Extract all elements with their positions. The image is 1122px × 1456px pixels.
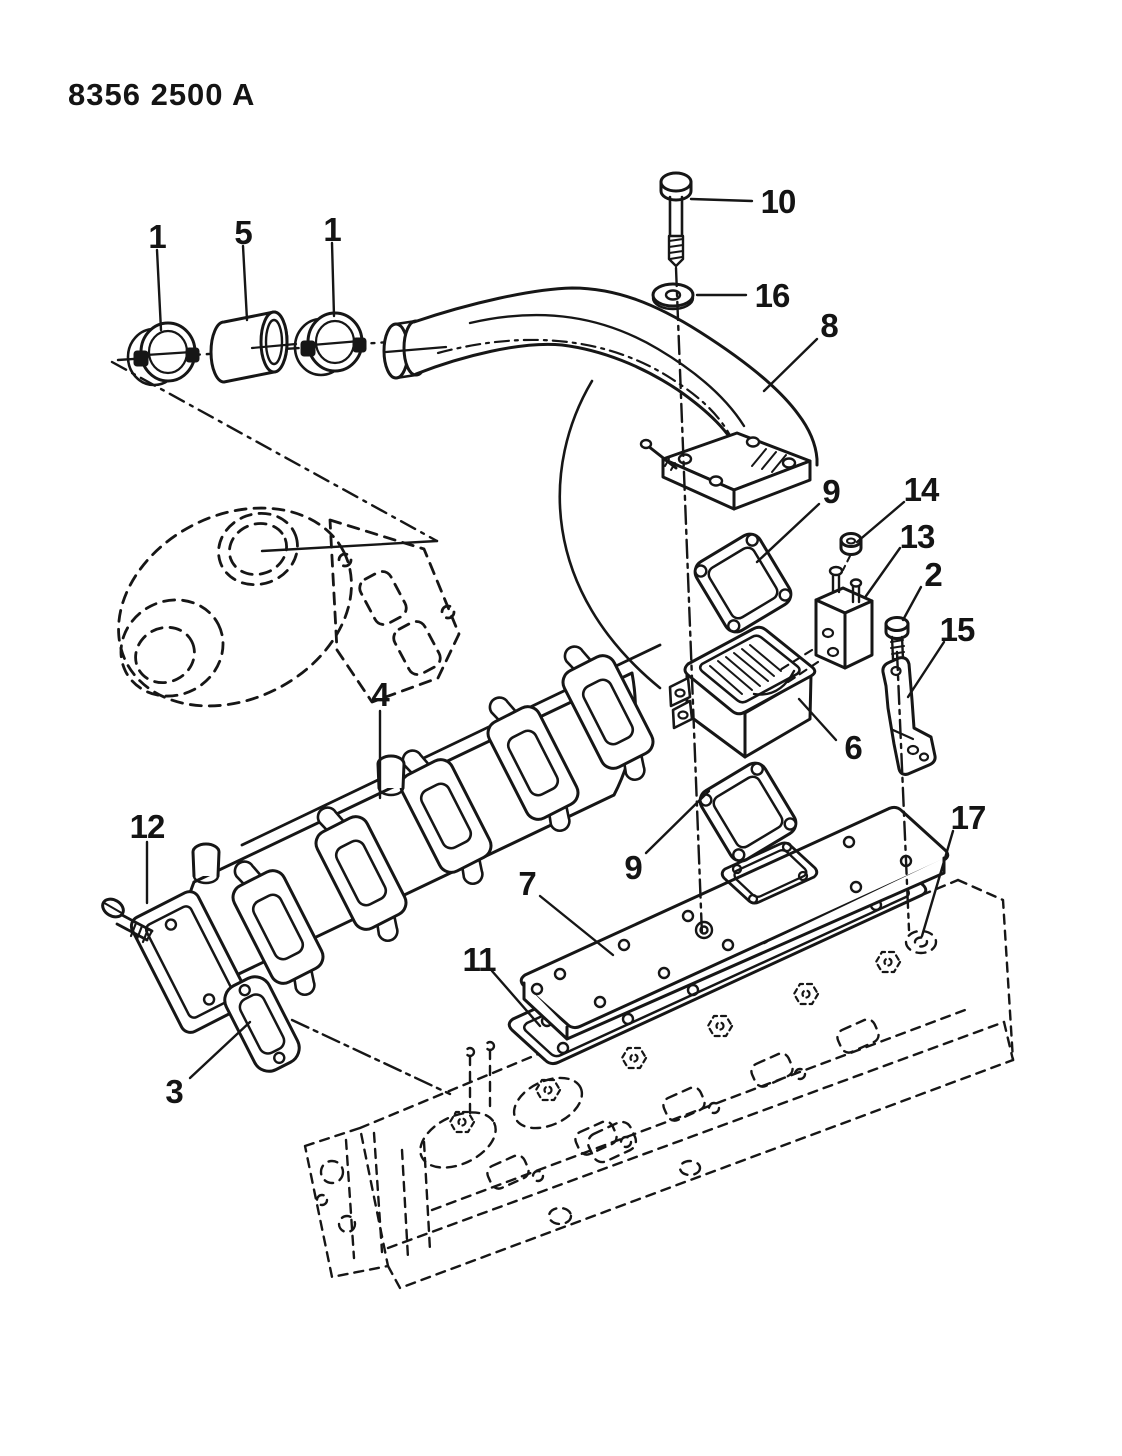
square-gasket-upper-9 xyxy=(689,528,797,638)
callout-17: 17 xyxy=(951,799,986,836)
support-bracket-15 xyxy=(881,656,937,776)
pipe-flange xyxy=(639,431,812,511)
mounting-bolt-10 xyxy=(659,171,693,268)
callout-6: 6 xyxy=(844,729,862,766)
stack-centerline xyxy=(674,266,704,937)
center-ticks xyxy=(144,339,448,357)
flange-stud xyxy=(646,444,678,470)
leader-3 xyxy=(188,1020,252,1080)
leader-1-left xyxy=(155,248,163,332)
leader-10 xyxy=(689,197,754,203)
turbocharger-phantom xyxy=(117,506,461,708)
nut-14 xyxy=(839,532,863,571)
callout-1-right: 1 xyxy=(323,211,341,248)
leader-6 xyxy=(797,697,838,742)
manifold-bolt-12 xyxy=(101,897,154,944)
manifold-end-plate xyxy=(129,890,251,1034)
callout-2: 2 xyxy=(924,556,942,593)
callout-9-upper: 9 xyxy=(822,473,840,510)
callout-14: 14 xyxy=(904,471,940,508)
terminal-block-13 xyxy=(778,565,874,684)
callout-11: 11 xyxy=(463,941,497,978)
heater-housing-6 xyxy=(668,625,817,759)
leader-11 xyxy=(490,969,542,1028)
port-gasket-3 xyxy=(223,975,301,1073)
hose-sleeve-5 xyxy=(209,310,289,384)
leader-17 xyxy=(920,829,955,938)
callout-7: 7 xyxy=(518,865,535,902)
figure-number-title: 8356 2500 A xyxy=(68,77,255,112)
callout-5: 5 xyxy=(234,214,252,251)
leader-2 xyxy=(901,585,923,622)
air-crossover-pipe-8 xyxy=(382,286,819,492)
leader-1-right xyxy=(330,241,336,318)
leader-8 xyxy=(762,337,819,393)
manifold-4 xyxy=(129,631,668,1034)
callout-9-lower: 9 xyxy=(624,849,642,886)
leader-9-lower xyxy=(644,789,711,855)
leader-9-upper xyxy=(755,502,821,564)
callout-1-left: 1 xyxy=(148,218,166,255)
callout-8: 8 xyxy=(820,307,838,344)
head-boss-17 xyxy=(904,929,938,955)
leader-15 xyxy=(906,640,946,699)
bracket-centerline xyxy=(895,650,911,932)
callouts: 1 5 1 10 16 8 9 14 13 2 15 6 9 4 12 7 11… xyxy=(130,183,987,1110)
heater-wire-curve xyxy=(558,379,662,690)
callout-15: 15 xyxy=(940,611,975,648)
leader-14 xyxy=(855,500,906,544)
turbo-leader-line xyxy=(260,539,439,553)
gasket3-centerline xyxy=(290,1018,452,1096)
callout-4: 4 xyxy=(371,676,390,713)
callout-16: 16 xyxy=(755,277,790,314)
leader-13 xyxy=(864,546,902,598)
leader-lines xyxy=(145,197,955,1080)
assembly-centerlines xyxy=(290,266,911,1096)
leader-5 xyxy=(241,244,249,322)
leader-7 xyxy=(538,894,615,957)
turbo-align-line xyxy=(110,360,439,543)
callout-12: 12 xyxy=(130,808,165,845)
washer-16 xyxy=(651,282,695,311)
callout-10: 10 xyxy=(761,183,796,220)
callout-3: 3 xyxy=(165,1073,183,1110)
callout-13: 13 xyxy=(900,518,935,555)
alignment-lines xyxy=(110,338,439,553)
